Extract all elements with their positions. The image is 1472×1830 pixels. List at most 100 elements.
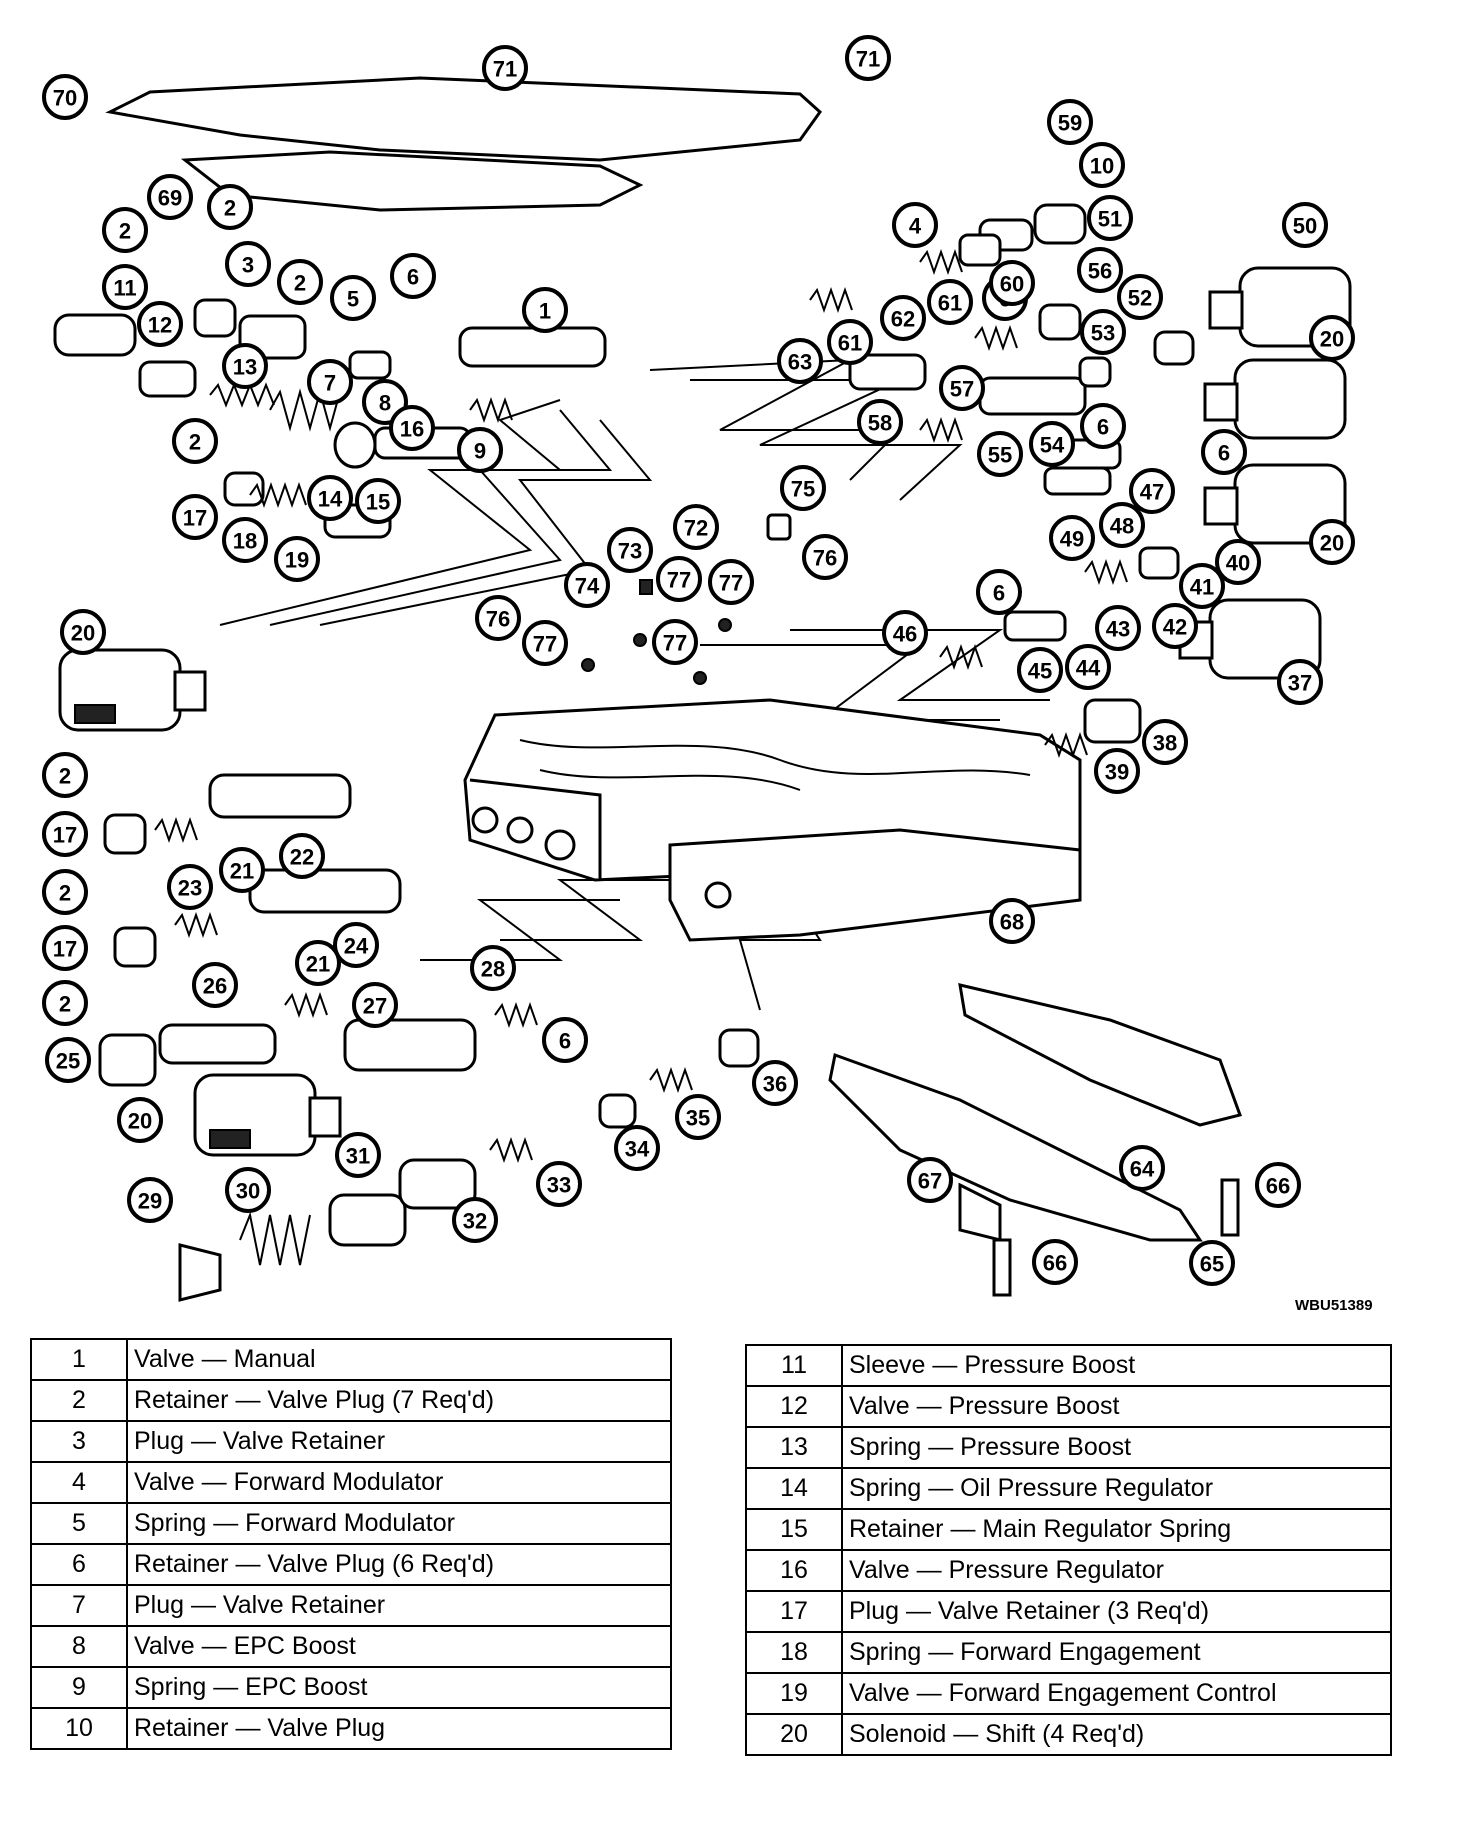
- callout-circle: [225, 1167, 271, 1213]
- callout-circle: [656, 556, 702, 602]
- callout-number: 6: [1097, 415, 1109, 440]
- callout-number: 14: [318, 487, 343, 512]
- callout-19: 19: [274, 536, 320, 582]
- callout-number: 16: [400, 417, 424, 442]
- callout-77: 77: [656, 556, 702, 602]
- callout-number: 6: [1218, 441, 1230, 466]
- callout-number: 2: [189, 430, 201, 455]
- callout-number: 36: [763, 1072, 787, 1097]
- legend-part-number: 11: [745, 1344, 843, 1387]
- callout-number: 72: [684, 516, 708, 541]
- callout-number: 69: [158, 186, 182, 211]
- callout-16: 16: [389, 405, 435, 451]
- callout-50: 50: [1282, 202, 1328, 248]
- legend-part-number: 14: [745, 1467, 843, 1510]
- callout-circle: [1282, 202, 1328, 248]
- callout-circle: [279, 833, 325, 879]
- callout-number: 40: [1226, 551, 1250, 576]
- legend-part-description: Sleeve — Pressure Boost: [841, 1344, 1392, 1387]
- callout-circle: [307, 475, 353, 521]
- callout-23: 23: [167, 864, 213, 910]
- callout-circle: [675, 1094, 721, 1140]
- callout-number: 71: [856, 47, 880, 72]
- callout-circle: [475, 595, 521, 641]
- callout-circle: [42, 74, 88, 120]
- callout-circle: [564, 562, 610, 608]
- callout-circle: [1129, 468, 1175, 514]
- legend-part-description: Retainer — Valve Plug: [126, 1707, 672, 1750]
- callout-circle: [1032, 1239, 1078, 1285]
- callout-circle: [1029, 421, 1075, 467]
- callout-number: 20: [71, 621, 95, 646]
- callout-circle: [137, 301, 183, 347]
- callout-number: 77: [667, 568, 691, 593]
- callout-circle: [1047, 99, 1093, 145]
- callout-2: 2: [172, 418, 218, 464]
- callout-circle: [225, 241, 271, 287]
- callout-number: 42: [1163, 615, 1187, 640]
- callout-34: 34: [614, 1125, 660, 1171]
- callout-circle: [42, 752, 88, 798]
- legend-part-number: 7: [30, 1584, 128, 1627]
- callout-number: 43: [1106, 617, 1130, 642]
- callout-circle: [989, 260, 1035, 306]
- callout-46: 46: [882, 610, 928, 656]
- callout-number: 46: [893, 622, 917, 647]
- callout-17: 17: [42, 811, 88, 857]
- callout-circle: [907, 1157, 953, 1203]
- callout-circle: [522, 620, 568, 666]
- callout-67: 67: [907, 1157, 953, 1203]
- callout-number: 29: [138, 1189, 162, 1214]
- callout-number: 55: [988, 443, 1012, 468]
- callout-circle: [335, 1132, 381, 1178]
- callout-number: 64: [1130, 1157, 1155, 1182]
- callout-18: 18: [222, 517, 268, 563]
- callout-circle: [192, 962, 238, 1008]
- legend-part-description: Spring — Forward Modulator: [126, 1502, 672, 1545]
- callout-63: 63: [777, 338, 823, 384]
- callout-circle: [1309, 315, 1355, 361]
- legend-part-description: Spring — Forward Engagement: [841, 1631, 1392, 1674]
- callout-75: 75: [780, 465, 826, 511]
- callout-60: 60: [989, 260, 1035, 306]
- legend-part-description: Retainer — Valve Plug (6 Req'd): [126, 1543, 672, 1586]
- callout-circle: [45, 1037, 91, 1083]
- callout-number: 62: [891, 307, 915, 332]
- callout-20: 20: [1309, 519, 1355, 565]
- callout-71: 71: [845, 35, 891, 81]
- callout-number: 50: [1293, 214, 1317, 239]
- callout-circle: [207, 184, 253, 230]
- callout-45: 45: [1017, 647, 1063, 693]
- callout-number: 5: [347, 287, 359, 312]
- callout-14: 14: [307, 475, 353, 521]
- callout-circle: [1152, 603, 1198, 649]
- callout-number: 4: [909, 214, 922, 239]
- callout-circle: [147, 174, 193, 220]
- callout-17: 17: [172, 494, 218, 540]
- callout-25: 25: [45, 1037, 91, 1083]
- callout-circle: [295, 940, 341, 986]
- callout-41: 41: [1179, 563, 1225, 609]
- callout-number: 17: [53, 937, 77, 962]
- legend-part-description: Valve — Pressure Boost: [841, 1385, 1392, 1428]
- callout-circle: [390, 253, 436, 299]
- callout-circle: [470, 945, 516, 991]
- callout-61: 61: [927, 279, 973, 325]
- callout-number: 7: [324, 371, 336, 396]
- callout-circle: [1065, 644, 1111, 690]
- callout-number: 30: [236, 1179, 260, 1204]
- callout-number: 70: [53, 86, 77, 111]
- callout-circle: [752, 1060, 798, 1106]
- callout-number: 15: [366, 490, 390, 515]
- callout-20: 20: [117, 1097, 163, 1143]
- callout-47: 47: [1129, 468, 1175, 514]
- callout-circle: [333, 922, 379, 968]
- legend-part-description: Plug — Valve Retainer (3 Req'd): [841, 1590, 1392, 1633]
- legend-part-description: Plug — Valve Retainer: [126, 1584, 672, 1627]
- legend-part-description: Spring — Pressure Boost: [841, 1426, 1392, 1469]
- callout-13: 13: [222, 343, 268, 389]
